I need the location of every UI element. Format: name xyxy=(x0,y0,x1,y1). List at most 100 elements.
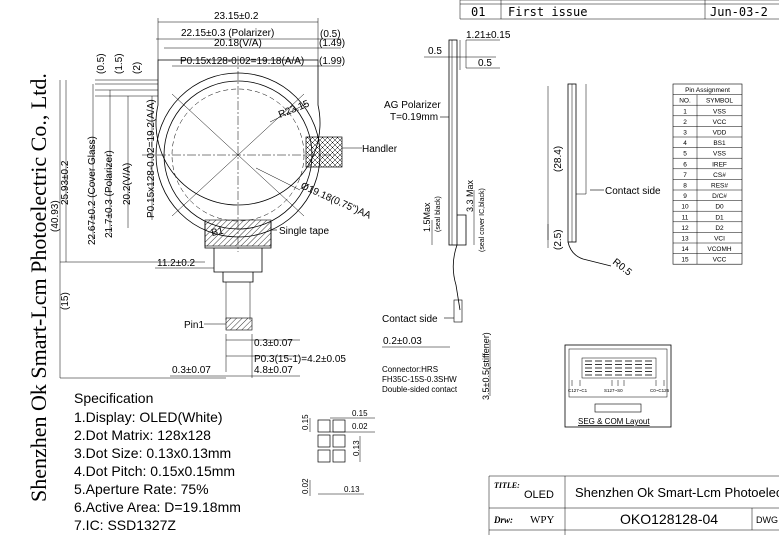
title-block: TITLE: OLED Shenzhen Ok Smart-Lcm Photoe… xyxy=(488,475,779,535)
pin-number: 12 xyxy=(681,225,689,232)
seg-left-tag: C127~C1 xyxy=(568,388,588,393)
dim-overall-width: 23.15±0.2 xyxy=(214,11,259,22)
dim-pin-span: 4.8±0.07 xyxy=(254,365,293,376)
seg-mid-tag: S127~S0 xyxy=(604,388,623,393)
revision-date: Jun-03-2 xyxy=(710,5,768,19)
dim-fpc-284: (28.4) xyxy=(553,146,564,172)
revision-table: 01 First issue Jun-03-2 xyxy=(459,0,779,20)
dim-height-overall: (40.93) xyxy=(50,200,61,232)
title-label: TITLE: xyxy=(494,481,520,490)
seg-right-tag: C0~C126 xyxy=(650,388,670,393)
fpc-contact-pins xyxy=(225,317,253,331)
pin-symbol: IREF xyxy=(712,161,727,168)
single-tape-label: Single tape xyxy=(279,226,329,237)
pin-symbol: D1 xyxy=(715,214,724,221)
seg-com-layout: C127~C1 S127~S0 C0~C126 SEG & COM Layout xyxy=(564,344,672,428)
dim-left-pin-offset: 0.3±0.07 xyxy=(172,365,211,376)
connector-label-2: FH35C-15S-0.3SHW xyxy=(382,375,457,384)
handler-label: Handler xyxy=(362,144,398,155)
contact-side-label-left: Contact side xyxy=(382,314,438,325)
dim-pixel-002a: 0.02 xyxy=(352,422,368,431)
dim-diameter: Ø19.18(0.75")AA xyxy=(299,181,373,222)
dim-right-199: (1.99) xyxy=(319,56,345,67)
dim-fpc-25: (2.5) xyxy=(553,229,564,250)
dim-va-width: 20.18(V/A) xyxy=(214,38,262,49)
pin1-label: Pin1 xyxy=(184,320,204,331)
connector-label-3: Double-sided contact xyxy=(382,385,458,394)
pin-symbol: VCC xyxy=(713,257,727,264)
pin-number: 9 xyxy=(683,193,687,200)
spec-item: 3.Dot Size: 0.13x0.13mm xyxy=(74,445,231,461)
contact-side-label-right: Contact side xyxy=(605,186,661,197)
dim-height-aa: P0.15x128-0.02=19.2(A/A) xyxy=(146,99,157,218)
pin-table-title: Pin Assignment xyxy=(685,87,730,94)
spec-item: 1.Display: OLED(White) xyxy=(74,409,223,425)
spec-item: 4.Dot Pitch: 0.15x0.15mm xyxy=(74,463,235,479)
pin-symbol: VDD xyxy=(713,130,727,137)
pin-number: 5 xyxy=(683,151,687,158)
pin-number: 7 xyxy=(683,172,687,179)
spec-item: 5.Aperture Rate: 75% xyxy=(74,481,209,497)
pin-symbol: VCI xyxy=(714,236,725,243)
drw-value: WPY xyxy=(530,514,555,526)
pin-number: 6 xyxy=(683,161,687,168)
spec-item: 2.Dot Matrix: 128x128 xyxy=(74,427,211,443)
specification: Specification 1.Display: OLED(White) 2.D… xyxy=(74,390,241,533)
pin-table-header: NO. xyxy=(679,98,691,105)
pin-number: 2 xyxy=(683,119,687,126)
pin-number: 3 xyxy=(683,130,687,137)
ag-thickness-label: T=0.19mm xyxy=(390,112,438,123)
pin-symbol: D/C# xyxy=(712,193,727,200)
pin-number: 15 xyxy=(681,257,689,264)
side-view: 0.5 1.21±0.15 0.5 AG Polarizer T=0.19mm … xyxy=(382,30,511,400)
pin-number: 1 xyxy=(683,108,687,115)
dim-pin-width: 0.3±0.07 xyxy=(254,338,293,349)
drw-label: Drw: xyxy=(493,515,513,525)
handler xyxy=(305,136,343,168)
seg-com-label: SEG & COM Layout xyxy=(578,417,650,426)
stiffener xyxy=(453,299,463,323)
dim-max-15: 1.5Max xyxy=(422,202,432,232)
pin-symbol: D2 xyxy=(715,225,724,232)
single-tape xyxy=(204,219,272,247)
dim-tail-height: (15) xyxy=(60,292,71,310)
spec-title: Specification xyxy=(74,390,153,406)
dim-radius: R23.15 xyxy=(277,98,311,120)
revision-description: First issue xyxy=(508,5,587,19)
ag-polarizer-label: AG Polarizer xyxy=(384,100,441,111)
dim-tail-width: 11.2±0.2 xyxy=(157,258,196,269)
dwg-label: DWG NO. L xyxy=(756,515,779,525)
dim-bend-radius: R0.5 xyxy=(610,257,634,279)
dim-right-149: (1.49) xyxy=(319,38,345,49)
dim-height-polarizer: 21.7±0.3 (Polarizer) xyxy=(104,150,115,238)
model-number: OKO128128-04 xyxy=(620,511,718,527)
pin-symbol: RES# xyxy=(711,183,728,190)
pin-number: 13 xyxy=(681,236,689,243)
pin-number: 4 xyxy=(683,140,687,147)
pin-symbol: VSS xyxy=(713,151,727,158)
dim-top-05b: 0.5 xyxy=(478,58,492,69)
revision-number: 01 xyxy=(471,5,485,19)
dim-height-cover-glass: 22.67±0.2 (Cover Glass) xyxy=(87,136,98,245)
dim-left-05: (0.5) xyxy=(96,53,107,74)
dim-aa-width: P0.15x128-0.02=19.18(A/A) xyxy=(180,56,304,67)
dim-bottom-thk: 0.2±0.03 xyxy=(383,336,422,347)
pin-number: 10 xyxy=(681,204,689,211)
company-name-vertical: Shenzhen Ok Smart-Lcm Photoelectric Co.,… xyxy=(26,73,51,502)
pixel-detail: 0.15 0.15 0.02 0.13 0.02 0.13 xyxy=(301,409,375,496)
spec-item: 7.IC: SSD1327Z xyxy=(74,517,176,533)
dim-max-33: 3.3 Max xyxy=(465,179,475,212)
dim-left-2: (2) xyxy=(132,62,143,74)
panel-side-profile xyxy=(448,39,458,246)
pin-number: 11 xyxy=(682,214,689,221)
dim-b1: B1 xyxy=(210,226,225,239)
pin-table-header: SYMBOL xyxy=(706,98,733,105)
dim-max-33-sub: (seal cover IC,black) xyxy=(479,188,486,252)
dim-stiffener: 3.5±0.5(stiffener) xyxy=(481,332,491,400)
pin-symbol: VCOMH xyxy=(707,246,732,253)
dim-top-05a: 0.5 xyxy=(428,46,442,57)
pin-number: 8 xyxy=(683,183,687,190)
